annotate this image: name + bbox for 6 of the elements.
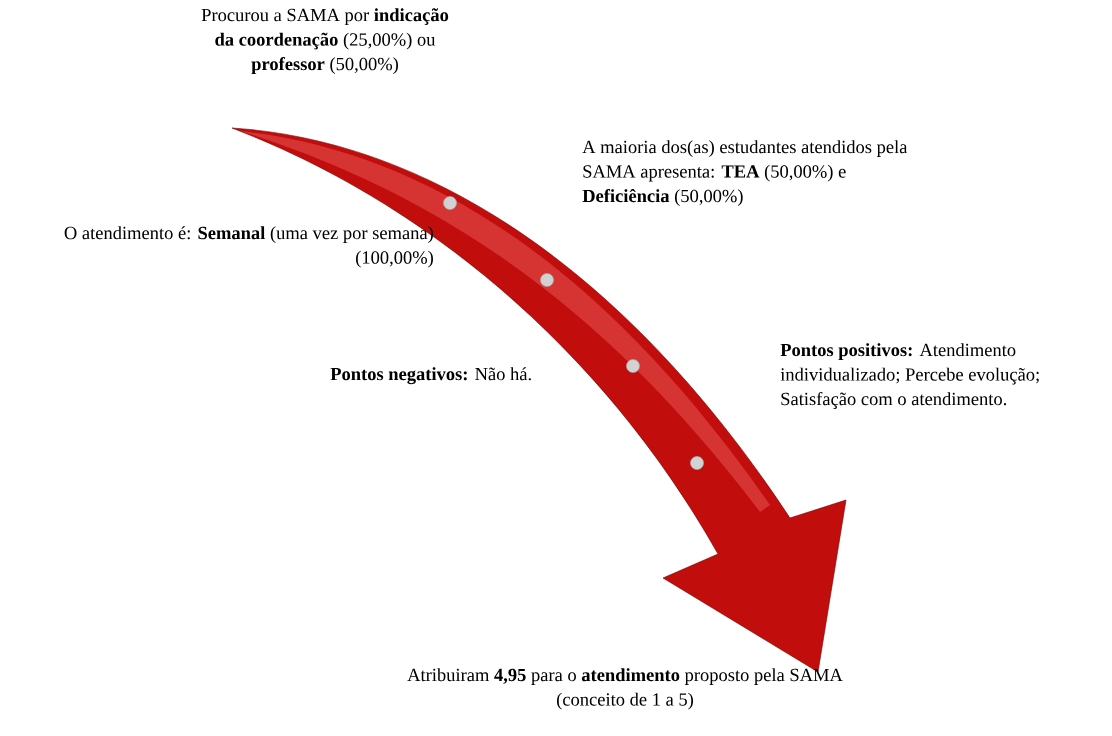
note-text: Procurou a SAMA por indicação da coordenação (25,00%) ou professor (50,00%) [201, 8, 449, 75]
note-text: Pontos positivos: Atendimento individualizado; Percebe evolução; Satisfação com o atendimento. [780, 343, 1039, 409]
note-text: O atendimento é: Semanal (uma vez por semana) (100,00%) [64, 226, 433, 268]
note-text: Atribuiram 4,95 para o atendimento proposto pela SAMA (conceito de 1 a 5) [407, 668, 843, 710]
note-text: Pontos negativos: Não há. [330, 367, 531, 385]
note-text: A maioria dos(as) estudantes atendidos pela SAMA apresenta: TEA (50,00%) e Deficiência (50,00%) [582, 140, 908, 206]
